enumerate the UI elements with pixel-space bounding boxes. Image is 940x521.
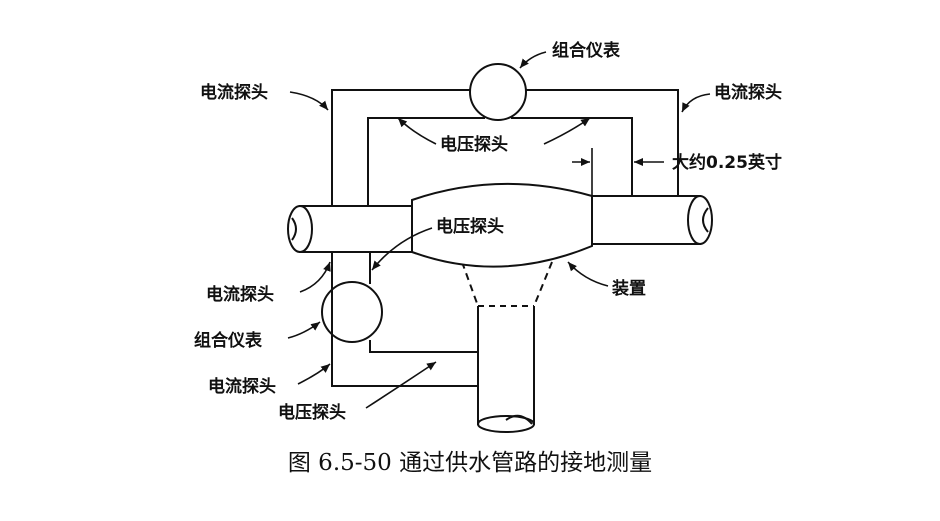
- water-pipe-right: [589, 195, 713, 245]
- figure-caption: 图 6.5-50 通过供水管路的接地测量: [288, 450, 652, 476]
- leader-voltage-top-right: [543, 117, 591, 145]
- current-wire-top-left: [331, 89, 470, 206]
- leader-current-mid-left: [299, 261, 331, 293]
- label-meter-bottom: 组合仪表: [194, 330, 263, 351]
- label-current-probe-bottom-left: 电流探头: [208, 376, 276, 397]
- leader-current-top-left: [289, 91, 329, 111]
- label-current-probe-top-right: 电流探头: [714, 82, 782, 103]
- label-current-probe-mid-left: 电流探头: [206, 284, 274, 305]
- label-device: 装置: [611, 278, 646, 299]
- leader-device: [567, 261, 609, 287]
- leader-voltage-bottom: [365, 361, 437, 409]
- current-wire-bottom: [331, 252, 478, 387]
- leader-meter-bottom: [287, 321, 321, 339]
- water-pipe-vertical: [461, 261, 553, 433]
- voltage-wire-bottom-lower: [369, 340, 478, 353]
- meter-top-circle: [469, 63, 527, 121]
- label-distance: 大约0.25英寸: [672, 152, 782, 173]
- leader-voltage-center: [371, 227, 433, 271]
- voltage-wire-top-left: [367, 116, 485, 206]
- label-voltage-probe-center: 电压探头: [436, 216, 504, 237]
- label-current-probe-top-left: 电流探头: [200, 82, 268, 103]
- label-meter-top: 组合仪表: [552, 40, 621, 61]
- distance-marker: [572, 148, 664, 196]
- device-fitting: [411, 183, 593, 268]
- current-wire-top-right: [526, 89, 679, 196]
- leader-current-bottom-left: [297, 363, 331, 385]
- water-pipe-left: [287, 205, 416, 253]
- leader-voltage-top-left: [397, 117, 437, 145]
- label-voltage-probe-bottom: 电压探头: [278, 402, 346, 423]
- label-voltage-probe-top: 电压探头: [440, 134, 508, 155]
- voltage-wire-top-right: [511, 116, 633, 196]
- leader-meter-top: [519, 51, 547, 69]
- meter-bottom-circle: [321, 281, 383, 343]
- leader-current-top-right: [681, 93, 711, 113]
